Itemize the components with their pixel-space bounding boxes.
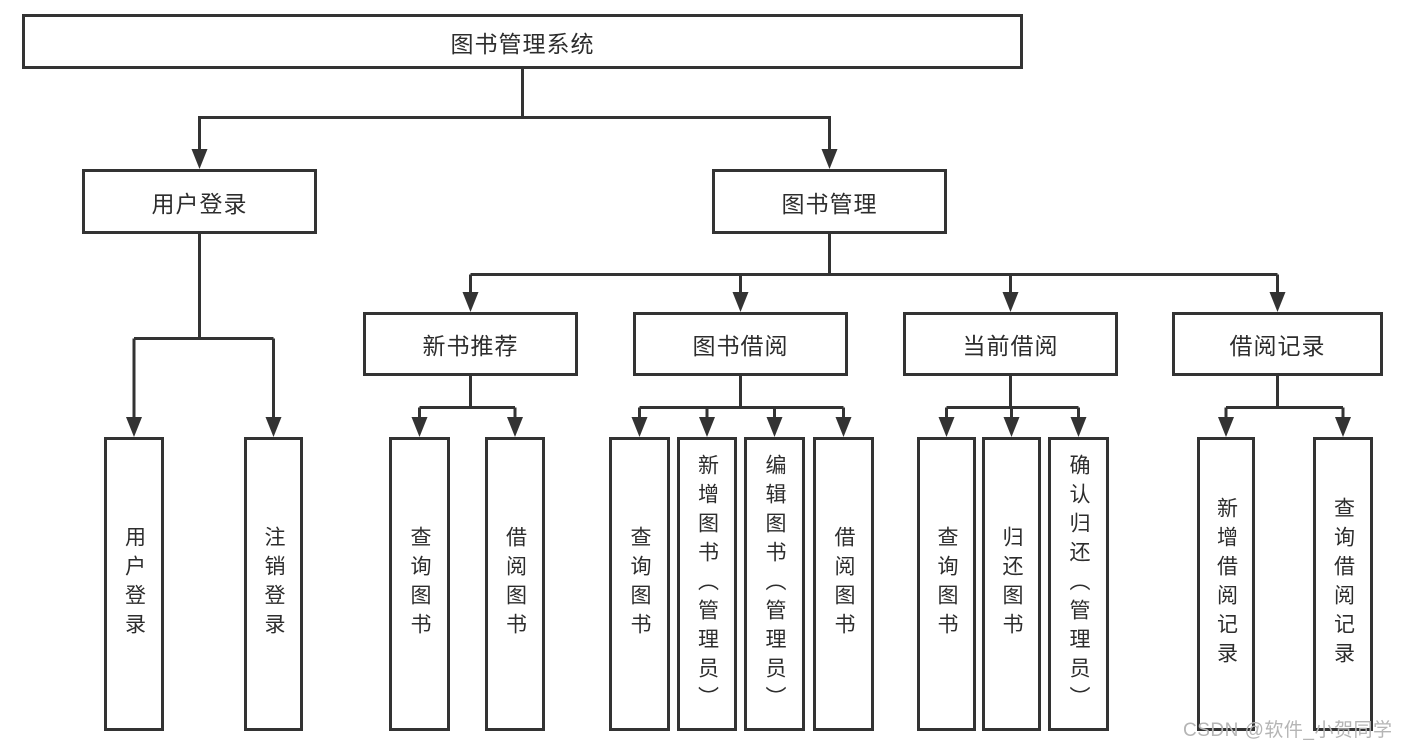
csdn-watermark: CSDN @软件_小贺同学 [1183, 720, 1393, 741]
leaf-query-books-1: 查询图书 [389, 437, 450, 731]
leaf-add-borrow-record-label: 新增借阅记录 [1214, 497, 1238, 671]
node-book-borrow-label: 图书借阅 [692, 333, 789, 359]
leaf-return-books-label: 归还图书 [1000, 526, 1023, 642]
leaf-confirm-return-admin-label: 确认归还（管理员） [1067, 453, 1090, 715]
node-user-login: 用户登录 [82, 169, 317, 234]
node-current-borrow: 当前借阅 [903, 312, 1118, 376]
leaf-user-login-label: 用户登录 [122, 526, 146, 642]
node-root: 图书管理系统 [22, 14, 1023, 69]
leaf-borrow-books-2-label: 借阅图书 [832, 526, 855, 642]
leaf-query-books-3: 查询图书 [917, 437, 976, 731]
leaf-query-borrow-record: 查询借阅记录 [1313, 437, 1373, 731]
leaf-add-books-admin-label: 新增图书（管理员） [695, 453, 719, 715]
leaf-return-books: 归还图书 [982, 437, 1041, 731]
node-book-borrow: 图书借阅 [633, 312, 848, 376]
leaf-query-books-1-label: 查询图书 [408, 526, 431, 642]
leaf-borrow-books-1: 借阅图书 [485, 437, 545, 731]
node-current-borrow-label: 当前借阅 [962, 333, 1059, 359]
node-borrow-records-label: 借阅记录 [1229, 333, 1326, 359]
node-new-book-recommend: 新书推荐 [363, 312, 578, 376]
leaf-logout: 注销登录 [244, 437, 303, 731]
leaf-edit-books-admin-label: 编辑图书（管理员） [763, 453, 786, 715]
node-user-login-label: 用户登录 [151, 190, 248, 217]
leaf-confirm-return-admin: 确认归还（管理员） [1048, 437, 1109, 731]
leaf-query-borrow-record-label: 查询借阅记录 [1331, 497, 1355, 671]
node-book-management-label: 图书管理 [781, 190, 878, 217]
leaf-borrow-books-2: 借阅图书 [813, 437, 874, 731]
leaf-query-books-2-label: 查询图书 [628, 526, 651, 642]
leaf-user-login: 用户登录 [104, 437, 164, 731]
leaf-edit-books-admin: 编辑图书（管理员） [744, 437, 805, 731]
leaf-add-borrow-record: 新增借阅记录 [1197, 437, 1255, 731]
leaf-logout-label: 注销登录 [262, 526, 285, 642]
leaf-borrow-books-1-label: 借阅图书 [503, 526, 527, 642]
node-book-management: 图书管理 [712, 169, 947, 234]
node-borrow-records: 借阅记录 [1172, 312, 1383, 376]
node-root-label: 图书管理系统 [450, 30, 595, 57]
node-new-book-recommend-label: 新书推荐 [422, 333, 519, 359]
arrowheads [126, 149, 1351, 437]
leaf-add-books-admin: 新增图书（管理员） [677, 437, 737, 731]
leaf-query-books-3-label: 查询图书 [935, 526, 958, 642]
leaf-query-books-2: 查询图书 [609, 437, 670, 731]
